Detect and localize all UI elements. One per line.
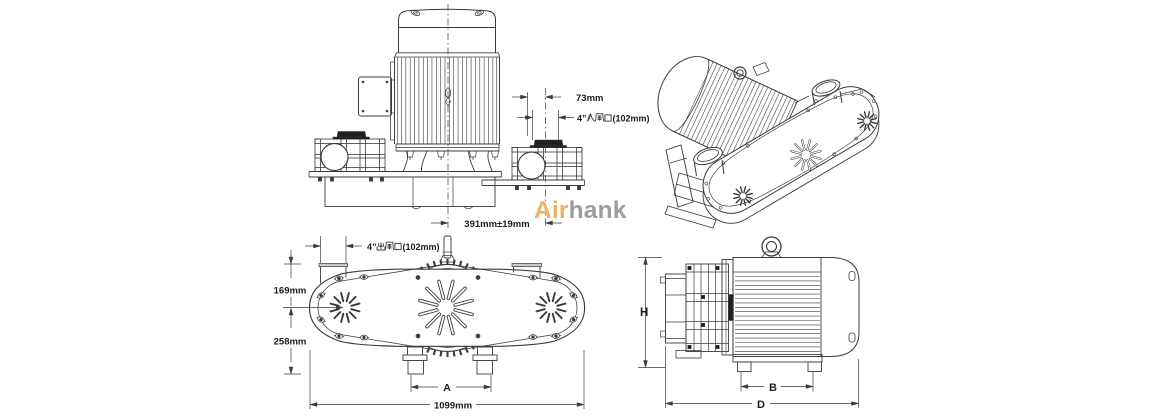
svg-text:(102mm): (102mm)	[403, 242, 440, 252]
svg-text:1099mm: 1099mm	[434, 401, 472, 412]
svg-text:258mm: 258mm	[274, 337, 307, 348]
svg-text:73mm: 73mm	[576, 93, 603, 104]
svg-text:Airhank: Airhank	[534, 197, 627, 224]
svg-text:A: A	[443, 382, 451, 394]
svg-text:169mm: 169mm	[274, 286, 307, 297]
svg-text:4”: 4”	[577, 114, 587, 124]
svg-text:D: D	[757, 399, 765, 411]
svg-text:(102mm): (102mm)	[613, 114, 650, 124]
svg-text:4”: 4”	[367, 242, 377, 252]
svg-text:H: H	[640, 307, 648, 319]
svg-text:391mm±19mm: 391mm±19mm	[464, 219, 529, 230]
svg-text:B: B	[769, 382, 777, 394]
